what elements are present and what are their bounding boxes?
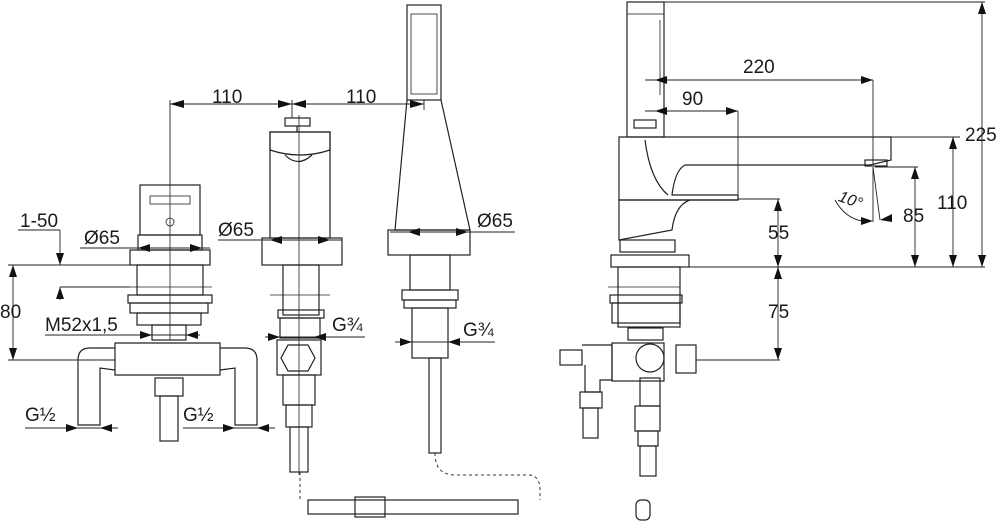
dim-thread: M52x1,5 <box>45 315 118 336</box>
dim-total-height: 225 <box>965 125 997 146</box>
dim-projection-220: 220 <box>743 57 775 78</box>
dim-spout-height: 110 <box>937 193 968 214</box>
dim-mixer-adjust: 1-50 <box>20 211 59 232</box>
hand-shower-front <box>299 4 541 518</box>
dimension-lines <box>8 1 986 432</box>
dim-inlet-right: G½ <box>183 405 214 426</box>
mixer-valve-front <box>77 184 258 442</box>
dim-below-deck: 75 <box>768 302 790 323</box>
dim-shower-diameter: Ø65 <box>477 211 513 232</box>
dim-spacing-left: 110 <box>212 87 243 108</box>
dim-projection-90: 90 <box>682 89 704 110</box>
dim-spout-diameter: Ø65 <box>218 220 254 241</box>
dim-shower-connection: G¾ <box>463 320 494 341</box>
dim-height-80: 80 <box>0 302 22 323</box>
dim-lever-height: 55 <box>768 223 790 244</box>
dim-inlet-left: G½ <box>25 405 56 426</box>
spout-front <box>261 115 343 475</box>
dim-outlet-height: 85 <box>903 206 925 227</box>
dim-spout-connection: G¾ <box>332 315 363 336</box>
dim-mixer-diameter: Ø65 <box>84 228 120 249</box>
dim-spacing-right: 110 <box>346 87 377 108</box>
